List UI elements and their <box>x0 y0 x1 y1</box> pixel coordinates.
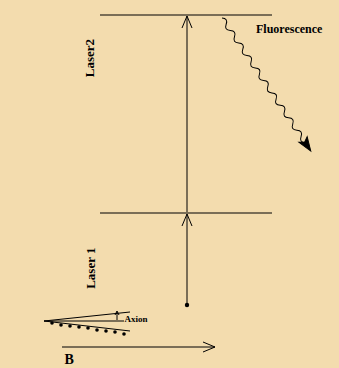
laser-arrow <box>187 214 188 305</box>
energy-level <box>100 213 272 214</box>
energy-level <box>100 15 272 16</box>
zeeman-level <box>44 321 130 322</box>
field-label: B <box>64 352 75 367</box>
fluorescence-wave <box>218 15 315 154</box>
fluorescence-label: Fluorescence <box>255 23 323 36</box>
atom-dots <box>50 303 189 336</box>
arrow-head <box>115 311 119 315</box>
zeeman-level <box>44 312 130 321</box>
laser-label: Laser2 <box>83 38 97 78</box>
arrow-head <box>182 16 192 28</box>
axion-label: Axion <box>124 315 149 325</box>
laser-label: Laser 1 <box>83 247 97 290</box>
field-axis <box>62 347 215 348</box>
laser-arrow <box>187 16 188 212</box>
arrow-head <box>182 214 192 226</box>
axion-arrow <box>117 312 118 320</box>
arrow-head <box>203 342 215 352</box>
zeeman-level <box>44 321 130 331</box>
